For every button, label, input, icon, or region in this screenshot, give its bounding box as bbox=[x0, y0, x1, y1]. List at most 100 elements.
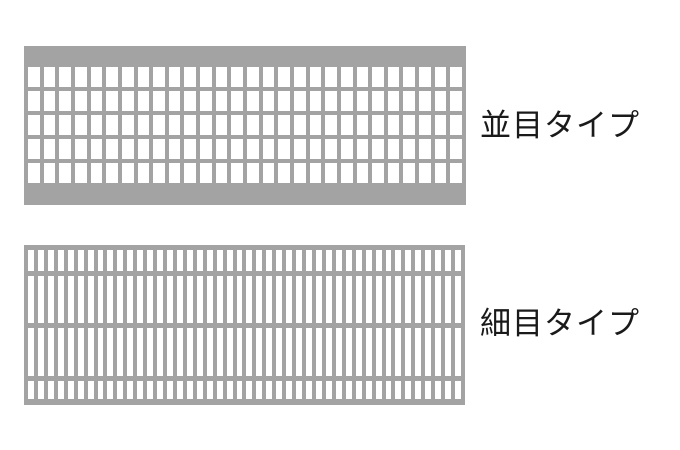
grating-slot bbox=[385, 276, 392, 323]
grating-slot bbox=[296, 250, 303, 271]
grating-slot bbox=[316, 381, 322, 399]
grating-slot bbox=[309, 115, 322, 135]
grating-slot bbox=[415, 328, 422, 376]
grating-slot bbox=[365, 381, 372, 399]
grating-slot bbox=[356, 163, 369, 183]
grating-slot bbox=[372, 91, 384, 111]
grating-slot bbox=[434, 115, 447, 135]
grating-slot bbox=[293, 115, 306, 135]
grating-slot bbox=[157, 381, 164, 399]
grating-slot bbox=[236, 381, 243, 399]
grating-slot bbox=[215, 115, 228, 135]
grating-slot bbox=[28, 67, 40, 87]
grating-slot bbox=[262, 139, 275, 159]
grating-slot bbox=[200, 115, 212, 135]
grating-slot bbox=[206, 381, 213, 399]
grating-slot bbox=[262, 115, 275, 135]
grating-slot bbox=[226, 328, 233, 376]
grating-slot bbox=[403, 163, 416, 183]
grating-slot bbox=[335, 381, 342, 399]
grating-slot bbox=[247, 91, 259, 111]
grating-slot bbox=[375, 328, 382, 376]
grating-slot bbox=[59, 139, 71, 159]
grating-slot bbox=[231, 163, 243, 183]
grating-slot bbox=[455, 381, 461, 399]
grating-slot bbox=[419, 91, 431, 111]
grating-slot bbox=[256, 276, 263, 323]
grating-slot bbox=[90, 115, 103, 135]
grating-slot bbox=[59, 115, 71, 135]
grating-slot bbox=[266, 276, 273, 323]
grating-slot bbox=[246, 276, 253, 323]
grating-slot bbox=[226, 276, 233, 323]
grating-slot bbox=[355, 276, 362, 323]
grating-slot bbox=[196, 381, 203, 399]
grating-slot bbox=[415, 381, 422, 399]
fine-type-label: 細目タイプ bbox=[480, 306, 640, 342]
grating-slot bbox=[455, 328, 461, 376]
grating-slot bbox=[325, 139, 337, 159]
grating-slot bbox=[206, 276, 213, 323]
grating-slot bbox=[121, 163, 134, 183]
grating-slot bbox=[117, 381, 124, 399]
grating-slot bbox=[67, 328, 74, 376]
grating-slot bbox=[372, 115, 384, 135]
grating-slot bbox=[37, 276, 44, 323]
grating-slot bbox=[196, 276, 203, 323]
grating-slot bbox=[276, 250, 283, 271]
grating-slot bbox=[168, 163, 181, 183]
grating-slot bbox=[415, 276, 422, 323]
grating-slot bbox=[425, 250, 432, 271]
grating-slot bbox=[87, 381, 94, 399]
grating-slot bbox=[77, 276, 84, 323]
grating-slot bbox=[387, 163, 400, 183]
grating-slot bbox=[325, 163, 337, 183]
grating-slot bbox=[375, 276, 382, 323]
grating-slot bbox=[419, 67, 431, 87]
grating-slot bbox=[236, 276, 243, 323]
grating-slot bbox=[147, 381, 154, 399]
grating-slot bbox=[266, 328, 273, 376]
grating-slot bbox=[184, 91, 197, 111]
grating-slot bbox=[395, 276, 402, 323]
grating-slot bbox=[215, 67, 228, 87]
grating-slot bbox=[434, 91, 447, 111]
grating-slot bbox=[385, 250, 392, 271]
grating-slot bbox=[435, 250, 442, 271]
grating-slot bbox=[340, 139, 353, 159]
grating-slot bbox=[200, 67, 212, 87]
grating-slot bbox=[106, 139, 118, 159]
grating-slot bbox=[450, 139, 462, 159]
grating-slot bbox=[309, 163, 322, 183]
grating-slot bbox=[37, 381, 44, 399]
grating-slot bbox=[216, 381, 223, 399]
grating-slot bbox=[176, 328, 183, 376]
grating-slot bbox=[43, 115, 56, 135]
grating-slot bbox=[107, 276, 114, 323]
grating-slot bbox=[385, 328, 392, 376]
grating-slot bbox=[236, 250, 243, 271]
grating-slot bbox=[278, 115, 290, 135]
grating-slot bbox=[121, 115, 134, 135]
grating-slot bbox=[196, 328, 203, 376]
grating-slot bbox=[74, 139, 87, 159]
grating-slot bbox=[335, 250, 342, 271]
grating-slot bbox=[419, 139, 431, 159]
grating-slot bbox=[168, 139, 181, 159]
standard-grating-slots bbox=[28, 67, 462, 183]
grating-slot bbox=[147, 328, 154, 376]
grating-slot bbox=[356, 91, 369, 111]
grating-slot bbox=[387, 91, 400, 111]
grating-slot bbox=[293, 163, 306, 183]
grating-slot bbox=[286, 381, 293, 399]
grating-slot bbox=[405, 381, 412, 399]
grating-slot bbox=[28, 276, 34, 323]
grating-slot bbox=[278, 91, 290, 111]
grating-slot bbox=[296, 276, 303, 323]
grating-slot bbox=[77, 381, 84, 399]
grating-slot bbox=[43, 67, 56, 87]
grating-slot bbox=[67, 250, 74, 271]
grating-slot bbox=[121, 139, 134, 159]
grating-slot bbox=[153, 67, 165, 87]
grating-slot bbox=[153, 91, 165, 111]
